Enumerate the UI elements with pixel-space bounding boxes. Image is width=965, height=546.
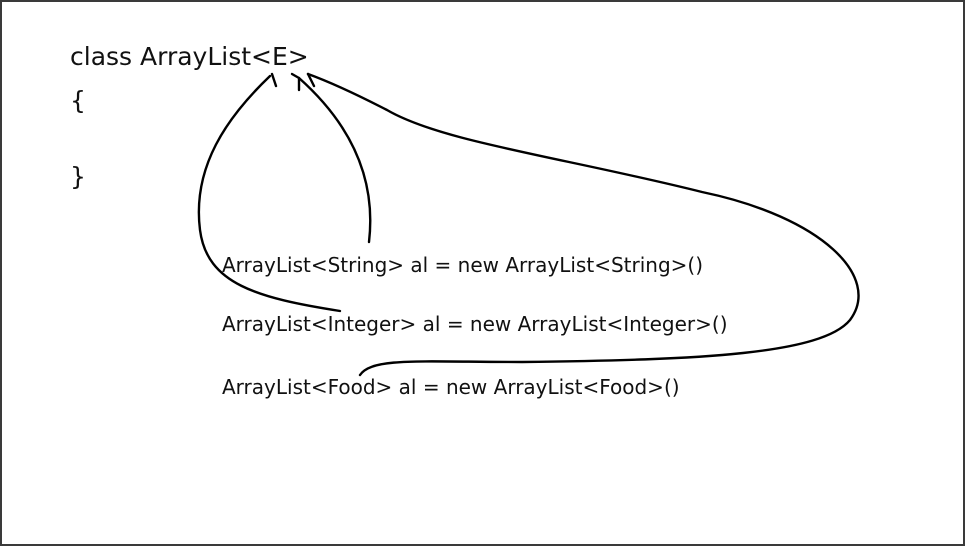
- class-body-open-brace: {: [70, 86, 86, 115]
- usage-line-string: ArrayList<String> al = new ArrayList<Str…: [222, 253, 704, 277]
- arrow-string-head-icon: [290, 72, 301, 92]
- usage-line-food: ArrayList<Food> al = new ArrayList<Food>…: [222, 375, 680, 399]
- arrow-string-to-type-param: [297, 76, 372, 244]
- class-declaration-header: class ArrayList<E>: [70, 42, 309, 71]
- class-body-close-brace: }: [70, 162, 86, 191]
- arrow-food-head-icon: [306, 72, 316, 88]
- arrow-integer-head-icon: [270, 72, 278, 88]
- usage-line-integer: ArrayList<Integer> al = new ArrayList<In…: [222, 312, 728, 336]
